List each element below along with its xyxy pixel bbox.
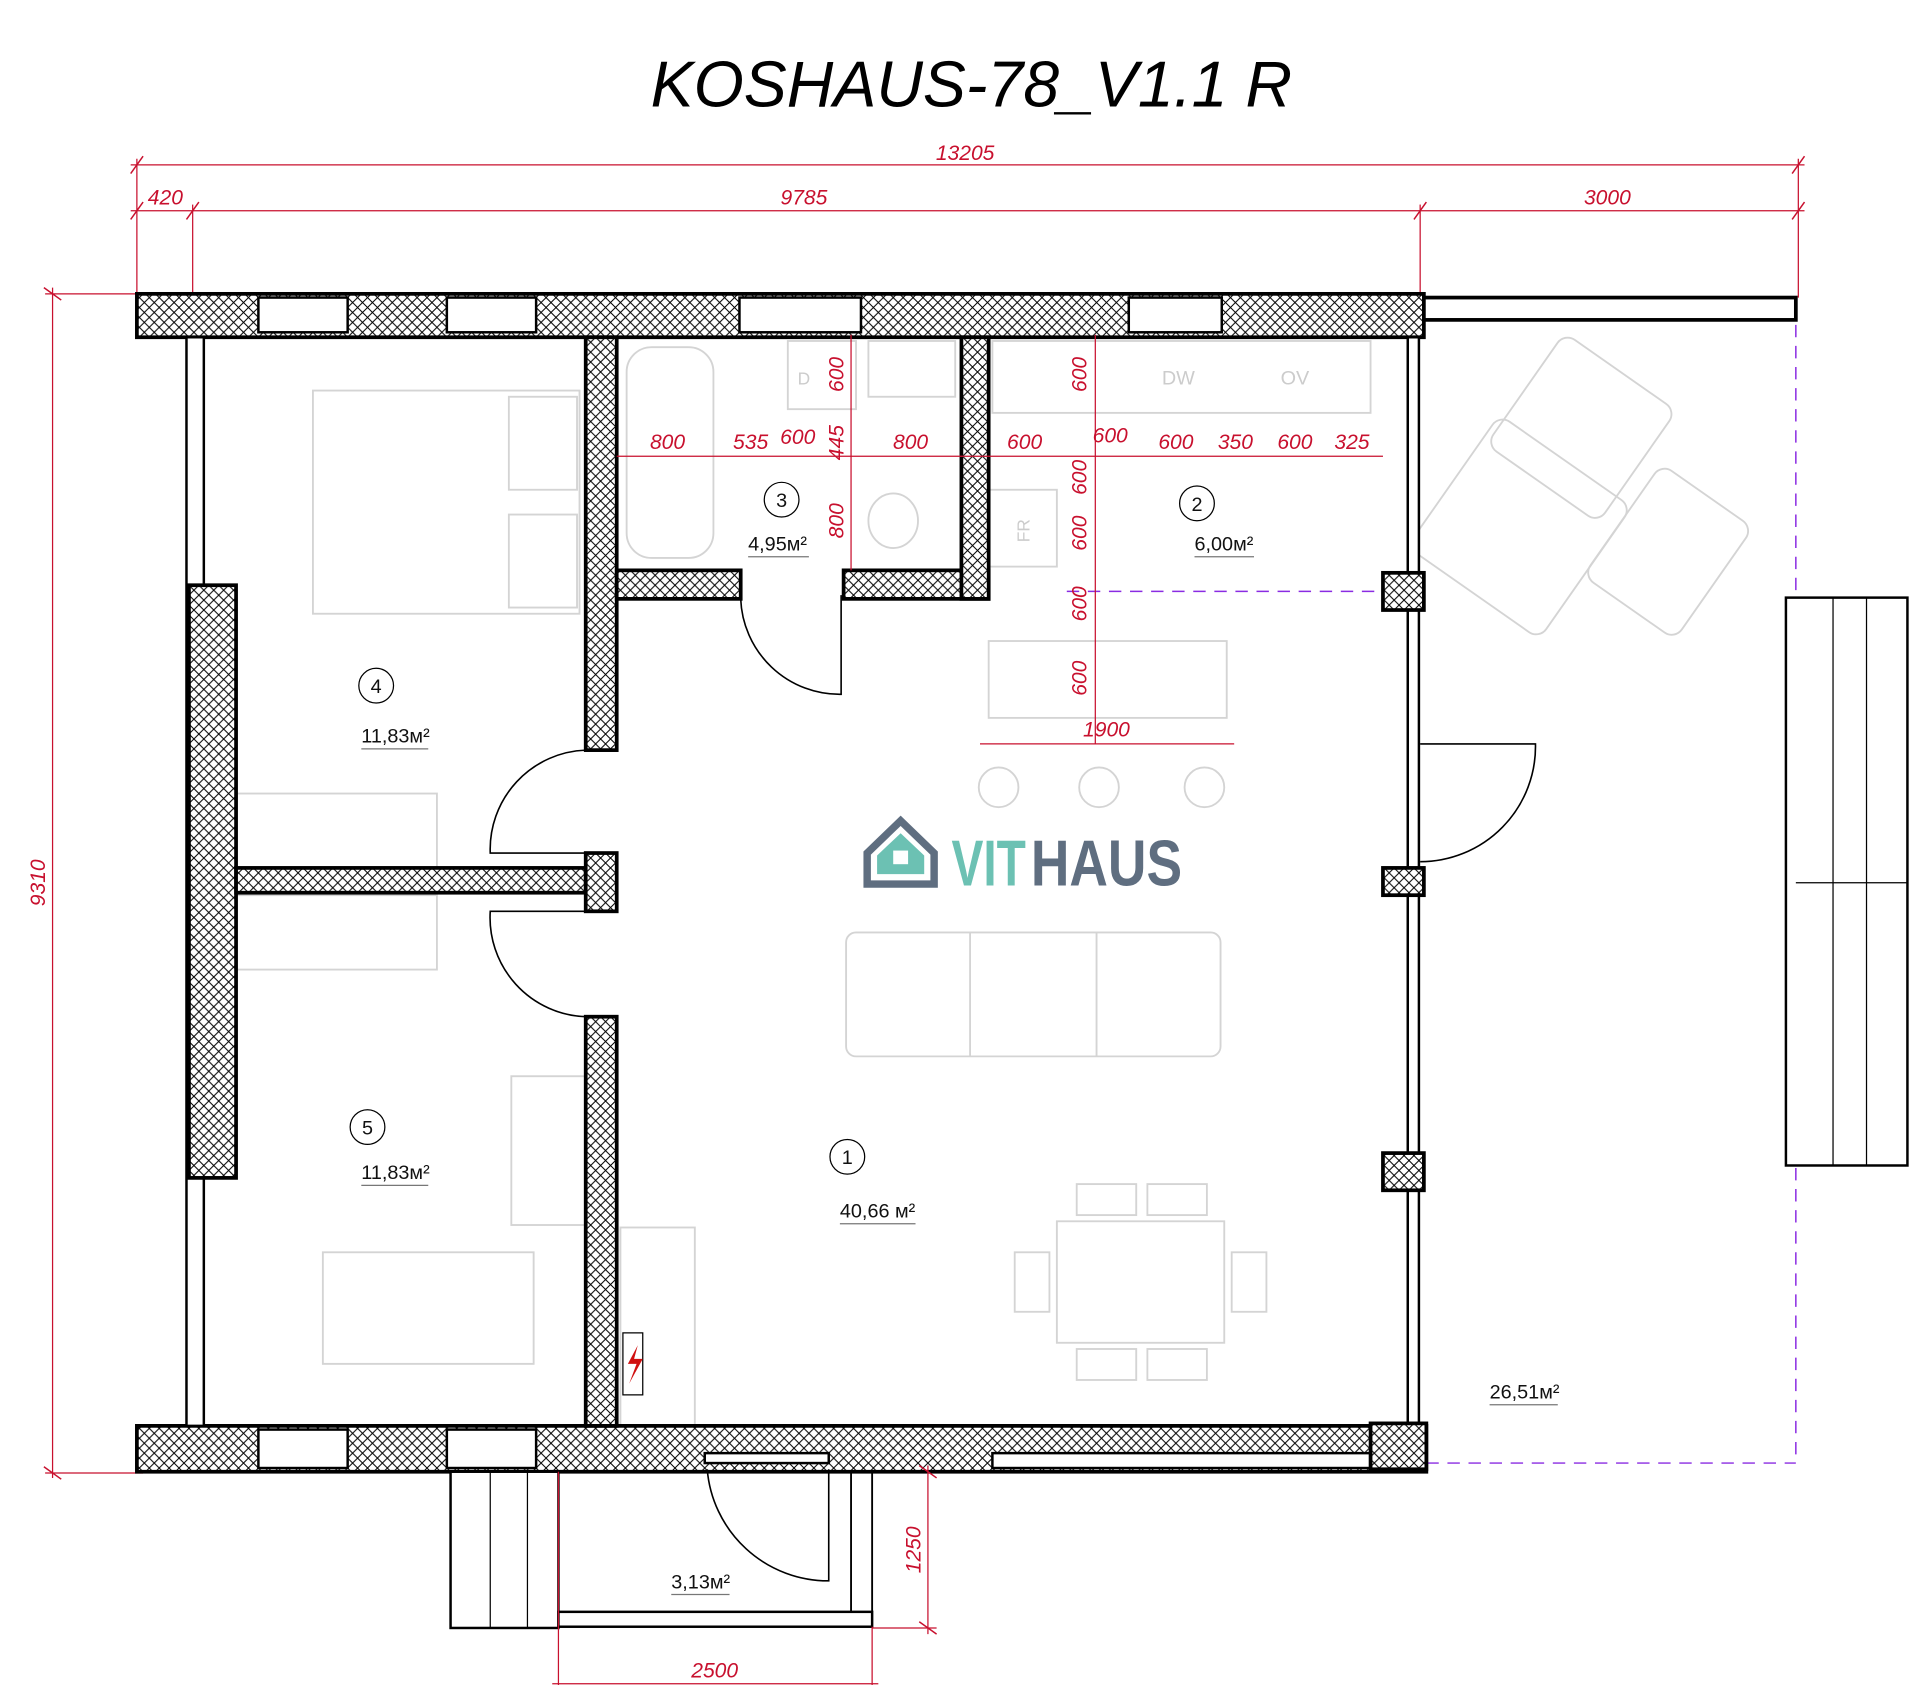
sofa bbox=[845, 931, 1222, 1058]
window bbox=[738, 296, 863, 334]
dim-label: 350 bbox=[1218, 431, 1253, 454]
svg-text:11,83м²: 11,83м² bbox=[361, 1162, 430, 1184]
electrical-panel-icon bbox=[622, 1332, 644, 1396]
porch-dimensions: 1250 2500 bbox=[552, 1464, 938, 1685]
lounger bbox=[1411, 418, 1628, 636]
room-3-label: 3 4,95м² bbox=[748, 481, 809, 558]
svg-text:1: 1 bbox=[842, 1147, 853, 1169]
stair-unit bbox=[619, 1226, 696, 1427]
porch-label: 3,13м² bbox=[671, 1571, 730, 1596]
dim-island-width: 1900 bbox=[1083, 718, 1130, 741]
dim-terrace-width: 3000 bbox=[1584, 187, 1631, 210]
dim-label: 600 bbox=[1069, 515, 1092, 550]
dim-label: 600 bbox=[1069, 586, 1092, 621]
dim-porch-width: 2500 bbox=[690, 1660, 738, 1683]
single-bed bbox=[321, 1251, 535, 1365]
svg-text:26,51м²: 26,51м² bbox=[1490, 1382, 1560, 1404]
vithaus-logo: VIT HAUS bbox=[863, 815, 1182, 899]
oven-label: OV bbox=[1281, 367, 1310, 389]
bar-stool bbox=[1078, 766, 1120, 809]
sink bbox=[867, 340, 957, 398]
window bbox=[257, 1428, 349, 1470]
logo-text-haus: HAUS bbox=[1031, 827, 1182, 899]
furniture: D DW OV FR bbox=[235, 336, 1750, 1427]
svg-text:5: 5 bbox=[362, 1117, 373, 1139]
toilet bbox=[867, 492, 919, 549]
top-dimensions: 13205 420 9785 3000 bbox=[130, 142, 1806, 298]
svg-text:6,00м²: 6,00м² bbox=[1194, 534, 1253, 556]
dim-house-width: 9785 bbox=[781, 187, 828, 210]
interior-dimensions: 800 535 600 445 800 600 600 600 350 600 … bbox=[616, 334, 1383, 745]
lounger bbox=[1587, 467, 1750, 636]
dim-label: 600 bbox=[1277, 431, 1312, 454]
dim-label: 600 bbox=[1093, 425, 1128, 448]
bedroom-4-door bbox=[489, 749, 586, 854]
dryer bbox=[786, 340, 857, 411]
dishwasher-label: DW bbox=[1162, 367, 1195, 389]
window bbox=[991, 1451, 1403, 1470]
dim-label: 600 bbox=[1158, 431, 1193, 454]
terrace-label: 26,51м² bbox=[1490, 1382, 1560, 1406]
dim-overall-width: 13205 bbox=[936, 142, 995, 165]
dim-label: 325 bbox=[1334, 431, 1369, 454]
dim-label: 800 bbox=[893, 431, 928, 454]
dim-label: 600 bbox=[826, 357, 849, 392]
bathroom-door bbox=[739, 595, 842, 696]
doors bbox=[489, 595, 1537, 1582]
room-1-label: 1 40,66 м² bbox=[829, 1138, 916, 1225]
dim-label: 600 bbox=[1069, 460, 1092, 495]
dryer-label: D bbox=[798, 368, 811, 388]
dim-label: 600 bbox=[1069, 357, 1092, 392]
dim-label: 600 bbox=[1069, 660, 1092, 695]
wardrobe-bedroom-4 bbox=[235, 792, 438, 869]
terrace-steps bbox=[1784, 596, 1909, 1167]
bedroom-5-door bbox=[489, 910, 586, 1018]
window bbox=[257, 296, 349, 334]
pergola-beam bbox=[1422, 295, 1798, 322]
plan-title: KOSHAUS-78_V1.1 R bbox=[651, 49, 1292, 121]
dim-left-offset: 420 bbox=[148, 187, 183, 210]
bar-stool bbox=[977, 766, 1020, 809]
room-4-label: 4 11,83м² bbox=[358, 667, 430, 750]
dim-porch-depth: 1250 bbox=[902, 1526, 925, 1573]
double-bed bbox=[312, 389, 581, 615]
entrance-threshold bbox=[703, 1451, 830, 1465]
dim-overall-depth: 9310 bbox=[27, 859, 50, 906]
wardrobe-bedroom-5 bbox=[235, 894, 438, 971]
window bbox=[445, 1428, 538, 1470]
bathtub bbox=[625, 346, 715, 559]
dim-label: 600 bbox=[1007, 431, 1042, 454]
svg-text:40,66 м²: 40,66 м² bbox=[840, 1201, 916, 1223]
desk bbox=[510, 1075, 587, 1226]
svg-text:4,95м²: 4,95м² bbox=[748, 534, 807, 556]
dim-label: 535 bbox=[733, 431, 768, 454]
entrance-door bbox=[706, 1469, 830, 1582]
svg-text:3,13м²: 3,13м² bbox=[671, 1571, 730, 1593]
svg-text:4: 4 bbox=[371, 676, 382, 698]
room-5-label: 5 11,83м² bbox=[349, 1109, 430, 1186]
room-2-label: 2 6,00м² bbox=[1178, 485, 1255, 558]
window bbox=[445, 296, 538, 334]
svg-text:11,83м²: 11,83м² bbox=[361, 726, 430, 748]
walls bbox=[135, 291, 1798, 1474]
dim-label: 445 bbox=[826, 425, 849, 460]
porch-steps bbox=[449, 1470, 560, 1630]
dim-label: 800 bbox=[826, 503, 849, 538]
terrace-door bbox=[1420, 743, 1537, 863]
dim-label: 800 bbox=[650, 431, 685, 454]
kitchen-island bbox=[987, 640, 1228, 719]
left-dimension: 9310 bbox=[27, 287, 144, 1480]
dining-table bbox=[1055, 1220, 1226, 1344]
kitchen-counter bbox=[991, 340, 1372, 414]
window bbox=[1127, 296, 1224, 334]
dim-label: 600 bbox=[780, 426, 815, 449]
svg-text:2: 2 bbox=[1191, 494, 1202, 516]
room-labels: 1 40,66 м² 2 6,00м² 3 4,95м² 4 11,83м² 5 11,8… bbox=[349, 481, 1560, 1596]
fridge-label: FR bbox=[1014, 519, 1034, 542]
house-logo-icon bbox=[863, 815, 938, 888]
bar-stool bbox=[1183, 766, 1226, 809]
svg-text:3: 3 bbox=[776, 490, 787, 512]
lounger bbox=[1490, 336, 1673, 519]
logo-text-vit: VIT bbox=[951, 827, 1025, 899]
